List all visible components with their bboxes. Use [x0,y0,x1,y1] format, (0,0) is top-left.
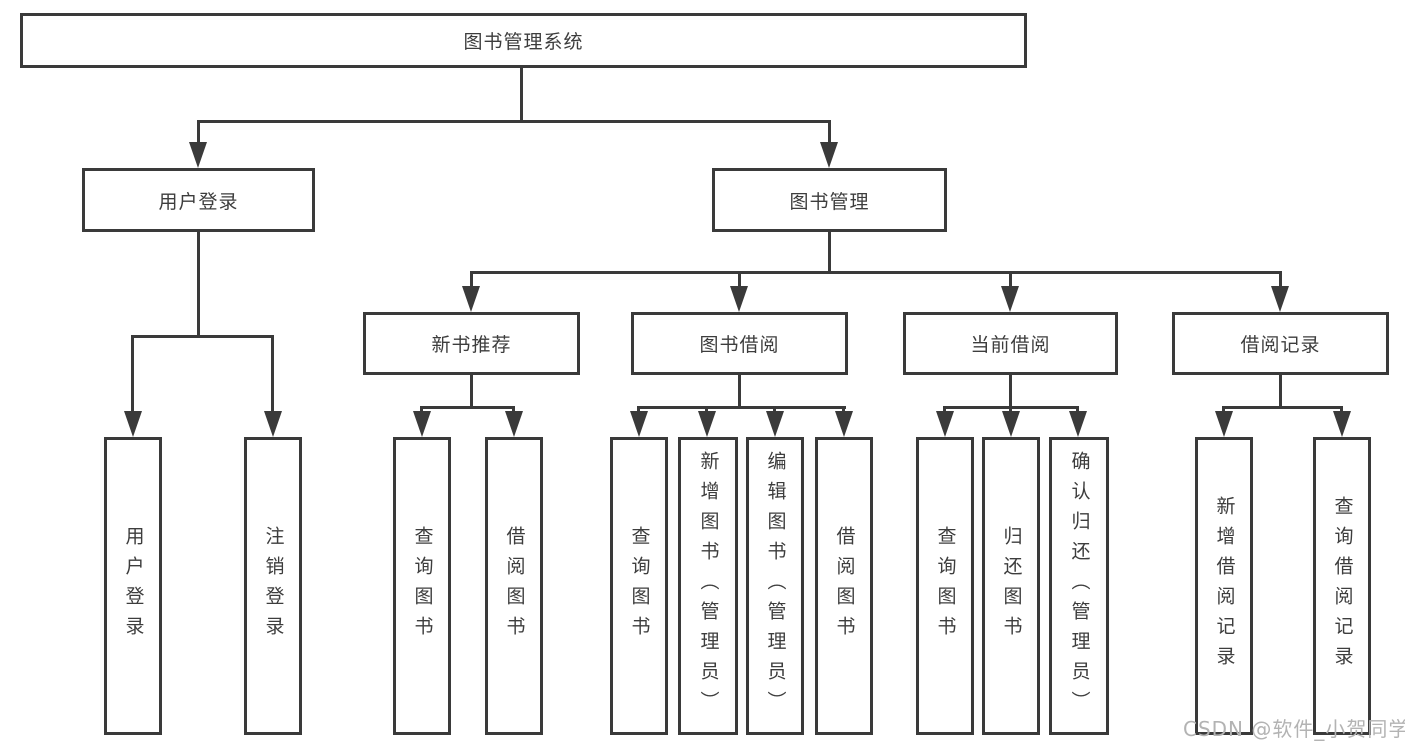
arrowhead-down-icon [766,411,784,437]
node-label: 新增图书（管理员） [697,451,720,721]
arrowhead-down-icon [835,411,853,437]
node-user-login-action: 用户登录 [104,437,162,735]
node-label: 查询图书 [934,526,957,646]
node-label: 查询图书 [628,526,651,646]
node-label: 图书借阅 [699,334,780,356]
node-label: 归还图书 [1000,526,1023,646]
node-label: 用户登录 [122,526,145,646]
connector-line [943,406,1079,409]
connector-line [197,123,200,145]
arrowhead-down-icon [820,142,838,168]
node-edit-books-admin: 编辑图书（管理员） [746,437,804,735]
arrowhead-down-icon [1001,286,1019,312]
node-current-borrowing: 当前借阅 [903,312,1118,375]
connector-line [1009,274,1012,289]
node-label: 新增借阅记录 [1213,496,1236,676]
connector-line [197,232,200,335]
connector-line [470,271,1282,274]
node-add-books-admin: 新增图书（管理员） [678,437,738,735]
connector-line [637,406,846,409]
arrowhead-down-icon [413,411,431,437]
connector-line [828,232,831,271]
arrowhead-down-icon [1333,411,1351,437]
node-label: 用户登录 [158,190,239,213]
arrowhead-down-icon [264,411,282,437]
connector-line [828,123,831,145]
node-label: 当前借阅 [970,334,1051,356]
node-book-management: 图书管理 [712,168,947,232]
node-add-borrow-record: 新增借阅记录 [1195,437,1253,735]
arrowhead-down-icon [936,411,954,437]
arrowhead-down-icon [1271,286,1289,312]
connector-line [420,406,515,409]
csdn-watermark: CSDN @软件_小贺同学 [1183,717,1405,741]
connector-line [1009,375,1012,406]
arrowhead-down-icon [630,411,648,437]
node-label: 确认归还（管理员） [1068,451,1091,721]
arrowhead-down-icon [462,286,480,312]
connector-line [197,120,831,123]
node-label: 新书推荐 [431,334,512,356]
node-label: 注销登录 [262,526,285,646]
connector-line [1222,406,1343,409]
arrowhead-down-icon [124,411,142,437]
connector-line [520,68,523,120]
node-label: 图书管理系统 [463,31,584,53]
node-query-borrow-record: 查询借阅记录 [1313,437,1371,735]
connector-line [1279,274,1282,289]
node-borrow-books-recommend: 借阅图书 [485,437,543,735]
connector-line [1279,375,1282,406]
node-library-management-system: 图书管理系统 [20,13,1027,68]
node-confirm-return-admin: 确认归还（管理员） [1049,437,1109,735]
connector-line [470,375,473,406]
node-logout: 注销登录 [244,437,302,735]
connector-line [131,338,134,414]
node-label: 查询借阅记录 [1331,496,1354,676]
arrowhead-down-icon [1069,411,1087,437]
node-label: 借阅记录 [1240,334,1321,356]
node-user-login: 用户登录 [82,168,315,232]
connector-line [470,274,473,289]
node-label: 图书管理 [789,190,870,213]
connector-line [271,338,274,414]
node-return-books: 归还图书 [982,437,1040,735]
arrowhead-down-icon [730,286,748,312]
node-borrow-books: 借阅图书 [815,437,873,735]
node-label: 查询图书 [411,526,434,646]
node-query-books-borrowing: 查询图书 [610,437,668,735]
node-query-books-recommend: 查询图书 [393,437,451,735]
arrowhead-down-icon [698,411,716,437]
node-query-books-current: 查询图书 [916,437,974,735]
node-label: 借阅图书 [503,526,526,646]
node-book-borrowing: 图书借阅 [631,312,848,375]
node-new-book-recommend: 新书推荐 [363,312,580,375]
arrowhead-down-icon [1215,411,1233,437]
connector-line [131,335,274,338]
arrowhead-down-icon [505,411,523,437]
node-label: 编辑图书（管理员） [764,451,787,721]
arrowhead-down-icon [189,142,207,168]
connector-line [738,375,741,406]
arrowhead-down-icon [1002,411,1020,437]
node-label: 借阅图书 [833,526,856,646]
connector-line [738,274,741,289]
node-borrow-records: 借阅记录 [1172,312,1389,375]
